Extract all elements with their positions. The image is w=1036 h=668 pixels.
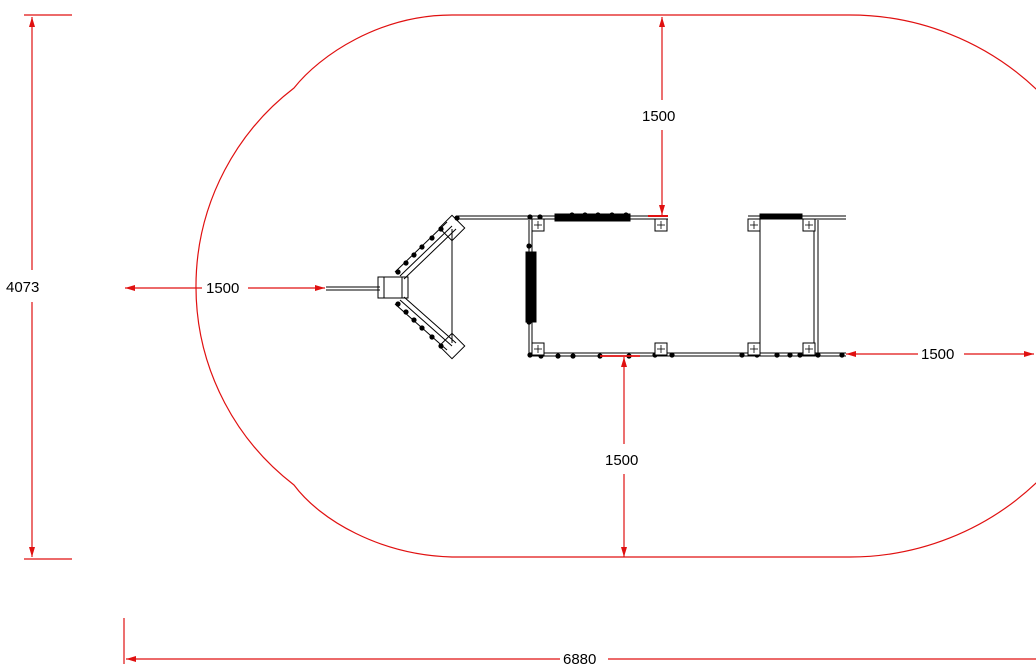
dimension-label-background bbox=[204, 279, 242, 298]
equipment-right-frame bbox=[748, 213, 846, 353]
equipment-top-beam bbox=[458, 213, 668, 222]
height-dimension bbox=[24, 14, 72, 560]
equipment-left-rail-links bbox=[526, 243, 532, 325]
equipment-bottom-beam-links bbox=[527, 352, 845, 359]
equipment-top-beam-links bbox=[527, 212, 629, 220]
equipment-bottom-beam bbox=[529, 352, 846, 357]
dimension-label-background bbox=[4, 278, 42, 297]
right-clearance-label: 1500 bbox=[921, 346, 954, 363]
safety-zone-outline bbox=[195, 14, 1036, 558]
height-dimension-label: 4073 bbox=[6, 279, 39, 296]
width-dimension bbox=[123, 618, 1036, 664]
dimension-label-background bbox=[561, 650, 599, 668]
bottom-clearance-label: 1500 bbox=[605, 452, 638, 469]
dimension-label-background bbox=[640, 107, 678, 126]
left-clearance-label: 1500 bbox=[206, 280, 239, 297]
equipment-entry bbox=[326, 276, 409, 299]
equipment-posts bbox=[531, 218, 816, 356]
equipment-post-crosses bbox=[534, 221, 813, 353]
dimension-label-background bbox=[919, 345, 957, 364]
top-clearance-label: 1500 bbox=[642, 108, 675, 125]
dimension-label-background bbox=[603, 451, 641, 470]
width-dimension-label: 6880 bbox=[563, 651, 596, 668]
equipment-left-rail bbox=[525, 220, 537, 356]
